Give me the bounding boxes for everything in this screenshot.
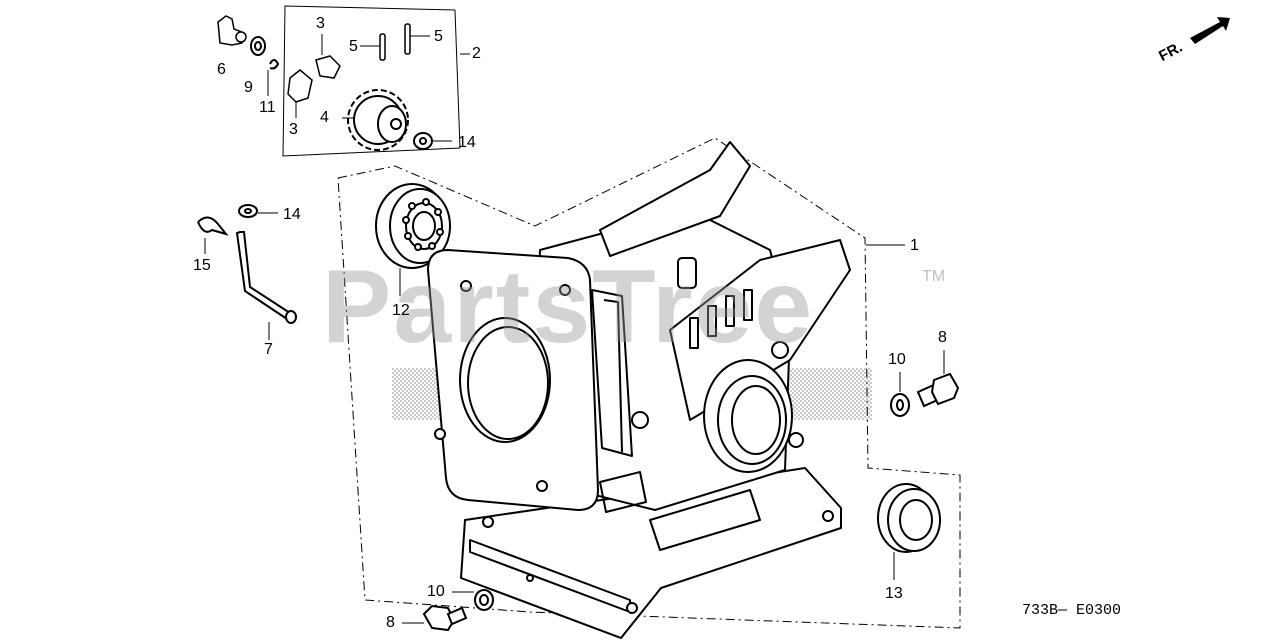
part-15-shape (197, 216, 229, 254)
part-6-shape (217, 15, 247, 46)
front-direction-arrow (1190, 17, 1230, 44)
label-part-7: 7 (264, 341, 273, 358)
label-part-8-bottom: 8 (386, 614, 395, 631)
part-12-shape (375, 183, 451, 296)
crankcase-frame (337, 137, 961, 629)
part-7-shape (235, 231, 297, 340)
label-part-5-left: 5 (349, 38, 358, 55)
part-10-bottom-shape (452, 589, 494, 611)
watermark: PartsTree (322, 249, 815, 365)
label-part-6: 6 (217, 61, 226, 78)
part-14-upper-shape (413, 132, 452, 150)
part-8-right-shape (916, 350, 960, 408)
label-part-15: 15 (193, 257, 211, 274)
label-part-10-right: 10 (888, 351, 906, 368)
part-1-crankcase-shape (427, 141, 851, 639)
label-part-13: 13 (885, 585, 903, 602)
label-part-12: 12 (392, 302, 410, 319)
label-part-8-right: 8 (938, 329, 947, 346)
part-9-shape (250, 36, 266, 56)
label-part-9: 9 (244, 79, 253, 96)
label-part-1: 1 (910, 237, 919, 254)
label-part-10-bottom: 10 (427, 583, 445, 600)
part-5-shape (360, 23, 430, 61)
governor-assembly-frame (282, 5, 470, 157)
label-part-5-right: 5 (434, 28, 443, 45)
label-part-11: 11 (259, 99, 276, 116)
label-part-3-bottom: 3 (289, 121, 298, 138)
label-part-4: 4 (320, 109, 329, 126)
watermark-trademark: TM (922, 268, 946, 285)
part-3-shape (287, 34, 341, 118)
label-part-2: 2 (472, 45, 481, 62)
part-8-bottom-shape (402, 604, 468, 632)
part-14-lower-shape (238, 204, 278, 218)
label-part-14-upper: 14 (458, 134, 476, 151)
part-4-shape (342, 89, 409, 151)
part-11-shape (267, 59, 280, 96)
part-10-right-shape (890, 372, 910, 417)
label-part-14-lower: 14 (283, 206, 301, 223)
part-13-shape (877, 483, 941, 580)
label-part-3-top: 3 (316, 15, 325, 32)
diagram-code: 733B— E0300 (1022, 602, 1122, 619)
